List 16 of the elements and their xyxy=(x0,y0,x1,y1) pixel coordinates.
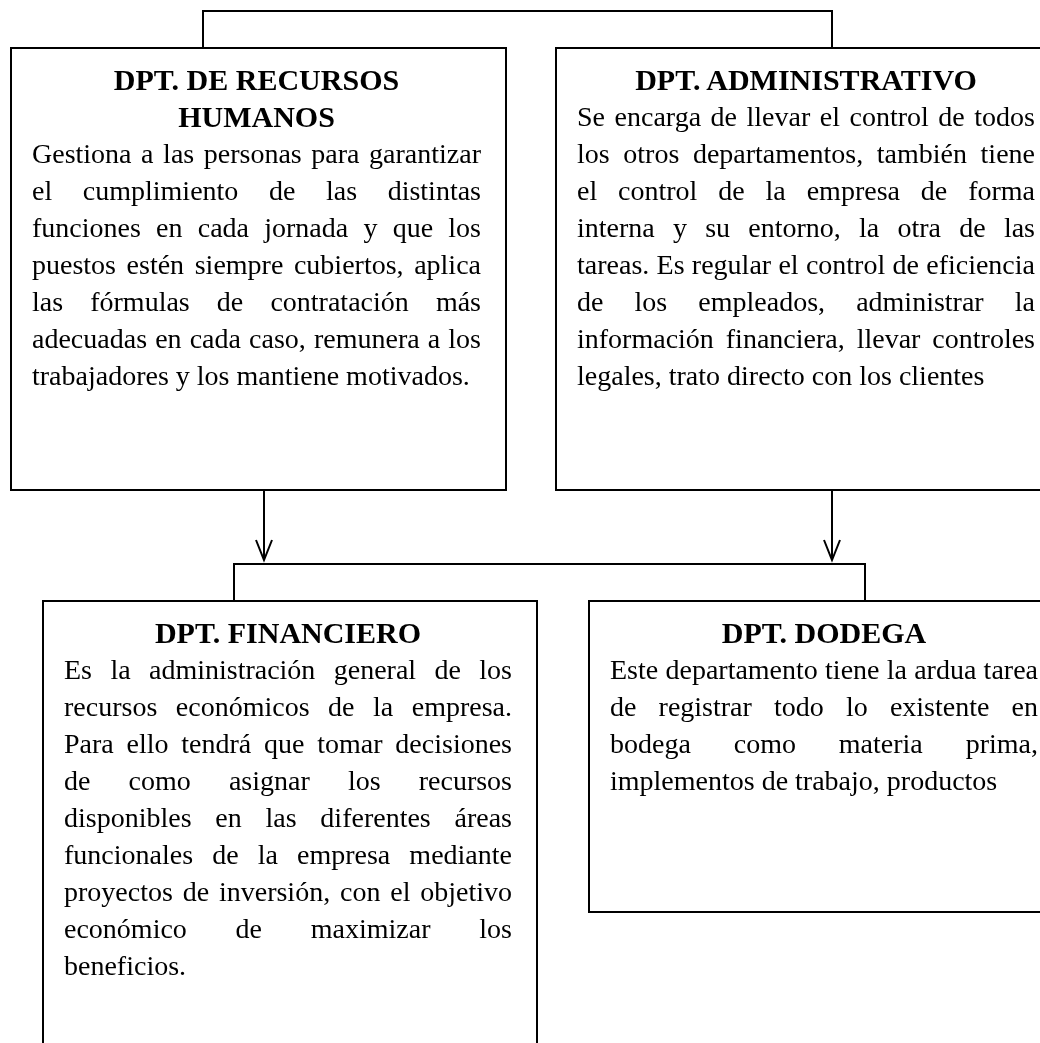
connector-line xyxy=(202,10,833,48)
department-box xyxy=(555,47,1040,491)
department-title: DPT. FINANCIERO xyxy=(153,615,423,651)
department-title: DPT. ADMINISTRATIVO xyxy=(634,62,978,98)
department-description: Gestiona a las personas para garantizar el cumplimiento de las distintas funciones en cada jornada y que los puestos estén siempre cubiertos, aplica las fórmulas de contratación más adecuadas en cada caso, remunera a los trabajadores y los mantiene motivados. xyxy=(32,137,481,393)
department-box xyxy=(588,600,1040,913)
department-title: DPT. DE RECURSOS HUMANOS xyxy=(112,62,401,135)
arrow xyxy=(255,490,273,563)
department-description: Se encarga de llevar el control de todos los otros departamentos, también tiene el control de la empresa de forma interna y su entorno, la otra de las tareas. Es regular el control de eficiencia de los empleados, administrar la información financiera, llevar controles legales, trato directo con los clientes xyxy=(577,100,1035,393)
arrow xyxy=(823,490,841,563)
department-title: DPT. DODEGA xyxy=(720,615,928,651)
department-description: Este departamento tiene la ardua tarea de registrar todo lo existente en bodega como materia prima, implementos de trabajo, productos xyxy=(610,653,1038,798)
department-box xyxy=(42,600,538,1043)
connector-line xyxy=(233,563,866,601)
department-description: Es la administración general de los recursos económicos de la empresa. Para ello tendrá que tomar decisiones de como asignar los recursos disponibles en las diferentes áreas funcionales de la empresa mediante proyectos de inversión, con el objetivo económico de maximizar los beneficios. xyxy=(64,653,512,983)
department-box xyxy=(10,47,507,491)
